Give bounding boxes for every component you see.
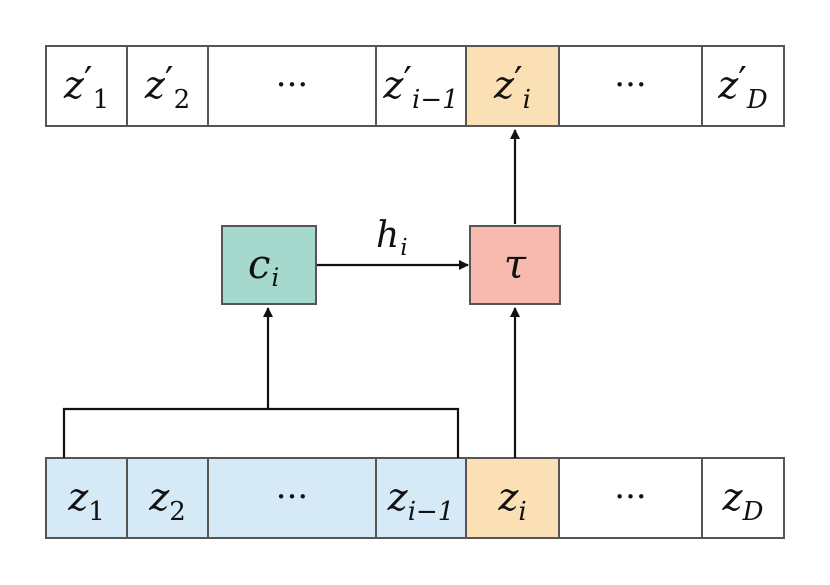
output-label-base: z	[144, 63, 166, 107]
output-cell-6	[558, 45, 703, 127]
transformer-node	[469, 225, 561, 305]
input-label: z2	[148, 475, 186, 527]
input-label-base: z	[722, 475, 744, 519]
input-cell-6	[558, 457, 703, 539]
output-label: z′i−1	[382, 59, 458, 115]
output-label-sub: 1	[93, 85, 110, 115]
input-label-sub: 2	[169, 497, 186, 527]
output-label-prime: ′	[514, 59, 523, 103]
conditioner-label: ci	[248, 242, 279, 292]
input-cell-7	[701, 457, 785, 539]
output-label: z′D	[717, 59, 768, 115]
output-label-base: z	[63, 63, 85, 107]
output-label-base: z	[717, 63, 739, 107]
input-ellipsis: ···	[614, 477, 646, 517]
output-label-sub: i−1	[412, 85, 459, 115]
output-label-prime: ′	[403, 59, 412, 103]
conditioner-label-sub: i	[271, 263, 279, 292]
edge-label-h: hi	[376, 215, 408, 261]
output-label-sub: i	[523, 85, 531, 115]
output-label-base: z	[382, 63, 404, 107]
input-label-sub: 1	[88, 497, 105, 527]
output-label-base: z	[493, 63, 515, 107]
input-cell-4	[375, 457, 467, 539]
output-cell-3	[207, 45, 377, 127]
input-label-base: z	[497, 475, 519, 519]
output-cell-7	[701, 45, 785, 127]
output-cell-1	[45, 45, 128, 127]
output-cell-4	[375, 45, 467, 127]
input-label: z1	[67, 475, 105, 527]
input-label-base: z	[67, 475, 89, 519]
output-ellipsis: ···	[614, 65, 646, 105]
context-bracket	[62, 407, 460, 458]
output-label: z′i	[493, 59, 531, 115]
input-label-sub: i	[518, 497, 526, 527]
output-label: z′1	[63, 59, 109, 115]
output-label-prime: ′	[84, 59, 93, 103]
input-label-base: z	[148, 475, 170, 519]
output-label: z′2	[144, 59, 190, 115]
output-label-prime: ′	[738, 59, 747, 103]
conditioner-node	[221, 225, 317, 305]
output-label-sub: 2	[174, 85, 191, 115]
input-label-sub: i−1	[408, 497, 455, 527]
input-ellipsis: ···	[276, 477, 308, 517]
input-cell-2	[126, 457, 209, 539]
output-cell-2	[126, 45, 209, 127]
input-label: zi−1	[387, 475, 455, 527]
transformer-label: τ	[504, 242, 527, 288]
output-cell-5	[465, 45, 560, 127]
edge-label-sub: i	[400, 235, 407, 261]
output-label-sub: D	[746, 85, 768, 115]
conditioner-label-base: c	[248, 242, 270, 288]
input-label-sub: D	[742, 497, 764, 527]
input-cell-3	[207, 457, 377, 539]
edge-label-base: h	[376, 215, 399, 256]
output-label-prime: ′	[165, 59, 174, 103]
input-cell-5	[465, 457, 560, 539]
output-ellipsis: ···	[276, 65, 308, 105]
input-label: zi	[497, 475, 526, 527]
input-label: zD	[722, 475, 764, 527]
input-label-base: z	[387, 475, 409, 519]
